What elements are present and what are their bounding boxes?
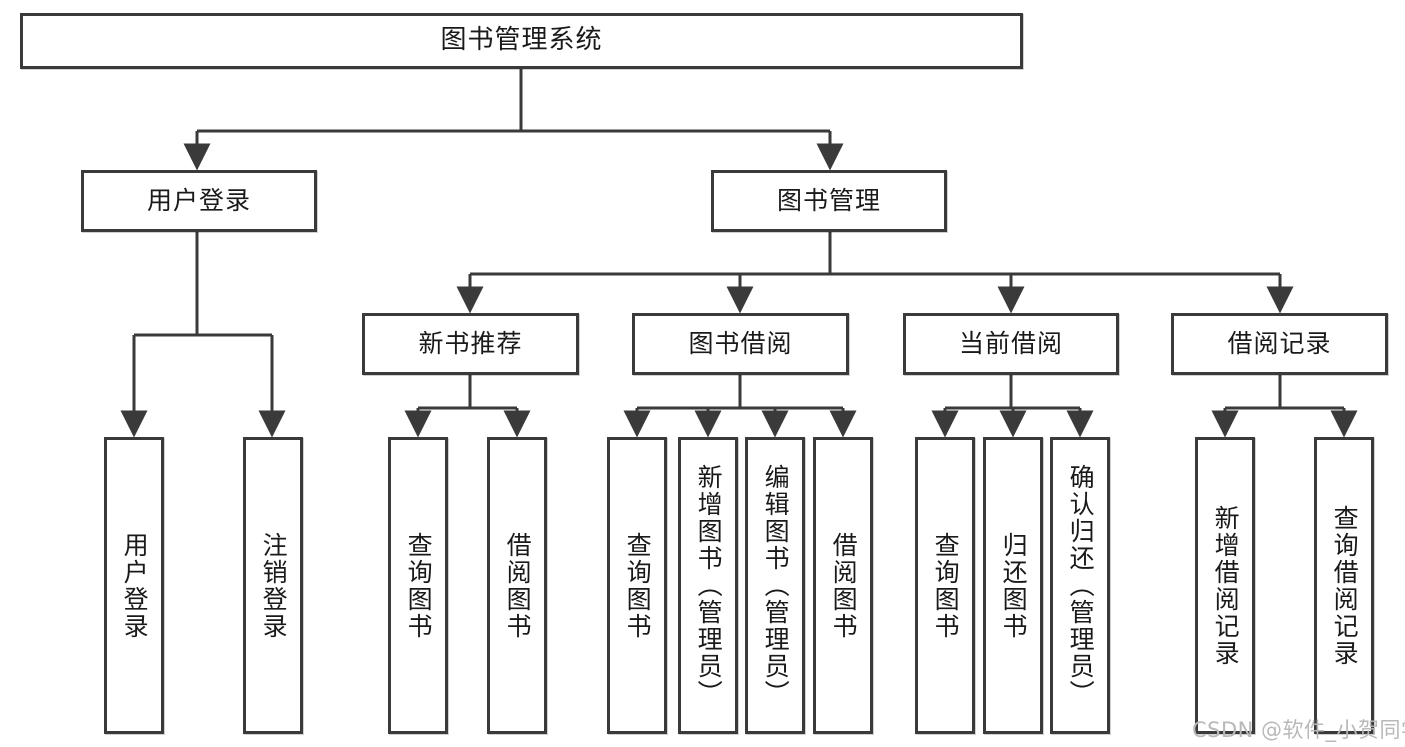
node-book-borrow-label: 图书借阅 [688, 328, 793, 358]
node-current-borrow-label: 当前借阅 [958, 328, 1063, 358]
node-leaf-add-book-label: 新增图书（管理员） [694, 464, 724, 707]
node-new-book-recommend[interactable]: 新书推荐 [362, 313, 579, 375]
node-leaf-confirm-return-label: 确认归还（管理员） [1066, 464, 1096, 707]
node-user-login[interactable]: 用户登录 [81, 170, 317, 232]
node-borrow-record-label: 借阅记录 [1227, 328, 1332, 358]
node-current-borrow[interactable]: 当前借阅 [903, 313, 1119, 375]
node-new-book-recommend-label: 新书推荐 [418, 328, 523, 358]
node-book-manage[interactable]: 图书管理 [711, 170, 947, 232]
node-leaf-edit-book[interactable]: 编辑图书（管理员） [745, 437, 805, 734]
node-leaf-query-book-3-label: 查询图书 [931, 531, 961, 640]
node-leaf-add-borrow-record-label: 新增借阅记录 [1211, 504, 1241, 667]
node-root-label: 图书管理系统 [440, 25, 603, 56]
node-leaf-user-login[interactable]: 用户登录 [104, 437, 164, 734]
node-leaf-query-borrow-record-label: 查询借阅记录 [1330, 504, 1360, 667]
node-leaf-query-book-1-label: 查询图书 [404, 531, 434, 640]
node-leaf-query-book-2-label: 查询图书 [623, 531, 653, 640]
node-leaf-return-book-label: 归还图书 [999, 531, 1029, 640]
node-leaf-query-book-2[interactable]: 查询图书 [607, 437, 667, 734]
csdn-watermark: CSDN @软件_小贺同学 [1192, 718, 1405, 742]
node-book-borrow[interactable]: 图书借阅 [632, 313, 849, 375]
node-leaf-borrow-book-2[interactable]: 借阅图书 [813, 437, 873, 734]
node-leaf-confirm-return[interactable]: 确认归还（管理员） [1050, 437, 1110, 734]
node-leaf-query-book-3[interactable]: 查询图书 [915, 437, 975, 734]
node-leaf-edit-book-label: 编辑图书（管理员） [761, 464, 791, 707]
node-leaf-user-logout-label: 注销登录 [259, 531, 289, 640]
node-leaf-add-borrow-record[interactable]: 新增借阅记录 [1195, 437, 1255, 734]
node-leaf-user-login-label: 用户登录 [120, 531, 150, 640]
node-root[interactable]: 图书管理系统 [20, 13, 1023, 69]
node-book-manage-label: 图书管理 [776, 185, 881, 215]
node-leaf-user-logout[interactable]: 注销登录 [243, 437, 303, 734]
node-leaf-borrow-book-2-label: 借阅图书 [829, 531, 859, 640]
node-leaf-borrow-book-1[interactable]: 借阅图书 [487, 437, 547, 734]
node-leaf-query-borrow-record[interactable]: 查询借阅记录 [1314, 437, 1374, 734]
node-user-login-label: 用户登录 [146, 185, 251, 215]
node-leaf-borrow-book-1-label: 借阅图书 [503, 531, 533, 640]
node-leaf-query-book-1[interactable]: 查询图书 [388, 437, 448, 734]
node-leaf-return-book[interactable]: 归还图书 [983, 437, 1043, 734]
node-borrow-record[interactable]: 借阅记录 [1171, 313, 1388, 375]
node-leaf-add-book[interactable]: 新增图书（管理员） [678, 437, 738, 734]
